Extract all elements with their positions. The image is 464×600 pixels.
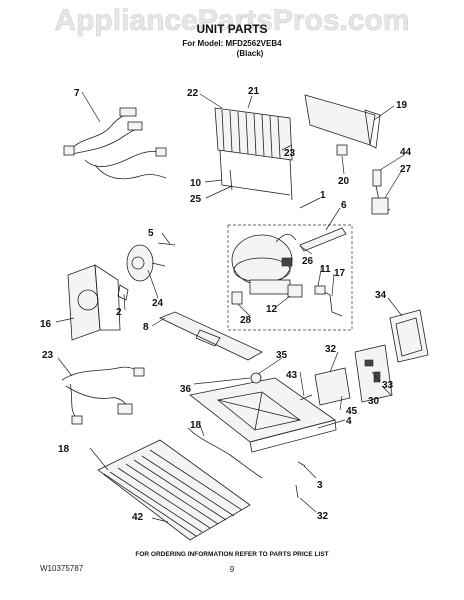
callout-36: 34 (375, 290, 387, 301)
callout-35: 33 (382, 380, 394, 391)
callout-11: 11 (320, 264, 331, 275)
callout-4: 4 (346, 416, 352, 427)
compressor-part-27 (231, 233, 297, 295)
compressor-group-outline (227, 224, 353, 331)
page-number: 9 (230, 565, 235, 574)
connector-part-17 (314, 285, 343, 317)
leader-lines (55, 91, 405, 523)
callout-5: 5 (148, 228, 154, 239)
callout-10: 10 (190, 178, 202, 189)
board-cover-part-33 (314, 367, 351, 406)
callout-44: 44 (400, 147, 412, 158)
drain-part-28 (371, 169, 391, 215)
callout-19: 18 (190, 420, 202, 431)
screw-part-5 (157, 242, 176, 246)
callout-45: 45 (346, 406, 358, 417)
callout-28: 27 (400, 164, 412, 175)
relay-part-12 (287, 284, 303, 298)
callout-7: 7 (74, 88, 80, 99)
color-line: (Black) (237, 49, 264, 58)
watermark: AppliancePartsPros.com (54, 4, 409, 37)
callout-22: 21 (248, 86, 260, 97)
callout-43: 43 (286, 370, 298, 381)
callout-26: 23 (42, 350, 54, 361)
callout-6: 6 (341, 200, 347, 211)
callout-20: 19 (396, 100, 408, 111)
cover-part-20 (304, 94, 381, 149)
callout-18: 18 (58, 444, 70, 455)
fan-motor-part-24 (126, 244, 166, 282)
screw-part-43 (299, 394, 313, 401)
bracket-part-8 (159, 311, 263, 361)
callout-17: 17 (334, 268, 346, 279)
callout-numbers: 7 22 21 19 23 20 44 27 10 25 1 6 5 24 2 … (40, 86, 412, 523)
screw-part-3 (297, 461, 306, 467)
callout-12: 12 (266, 304, 278, 315)
condenser-coil-part-42 (97, 439, 251, 541)
screw-part-32 (295, 484, 299, 499)
callout-2: 2 (116, 307, 122, 318)
callout-23-top: 22 (187, 88, 199, 99)
grommet-part-21 (336, 144, 348, 156)
grommet-part-40 (250, 372, 262, 384)
callout-41: 36 (180, 384, 192, 395)
ordering-note: FOR ORDERING INFORMATION REFER TO PARTS … (135, 551, 328, 558)
callout-30: 28 (240, 315, 252, 326)
callout-16: 16 (40, 319, 52, 330)
fan-shroud-part-16 (67, 264, 121, 341)
model-line: For Model: MFD2562VEB4 (182, 39, 282, 48)
callout-33: 32 (325, 344, 337, 355)
callout-32: 32 (317, 511, 329, 522)
diagram-title: UNIT PARTS (196, 22, 267, 36)
callout-21: 20 (338, 176, 350, 187)
mount-part-30 (231, 291, 243, 305)
callout-25: 25 (190, 194, 202, 205)
condenser-part-22 (214, 107, 293, 201)
tube-part-19 (187, 427, 263, 479)
base-pan-part-4 (189, 377, 337, 453)
callout-27: 26 (302, 256, 314, 267)
doc-number: W10375787 (40, 564, 84, 573)
callout-8: 8 (143, 322, 149, 333)
callout-1: 1 (320, 190, 326, 201)
callout-34: 30 (368, 396, 380, 407)
wire-harness-part-26 (61, 366, 145, 425)
wire-harness-part-7 (63, 107, 167, 180)
callout-3: 3 (317, 480, 323, 491)
callout-23-mid: 23 (284, 148, 296, 159)
callout-42: 42 (132, 512, 144, 523)
callout-24: 24 (152, 298, 164, 309)
bracket-part-36 (389, 309, 429, 363)
callout-40: 35 (276, 350, 288, 361)
drier-part-6 (299, 227, 347, 252)
fan-blade-part-2 (117, 284, 129, 301)
